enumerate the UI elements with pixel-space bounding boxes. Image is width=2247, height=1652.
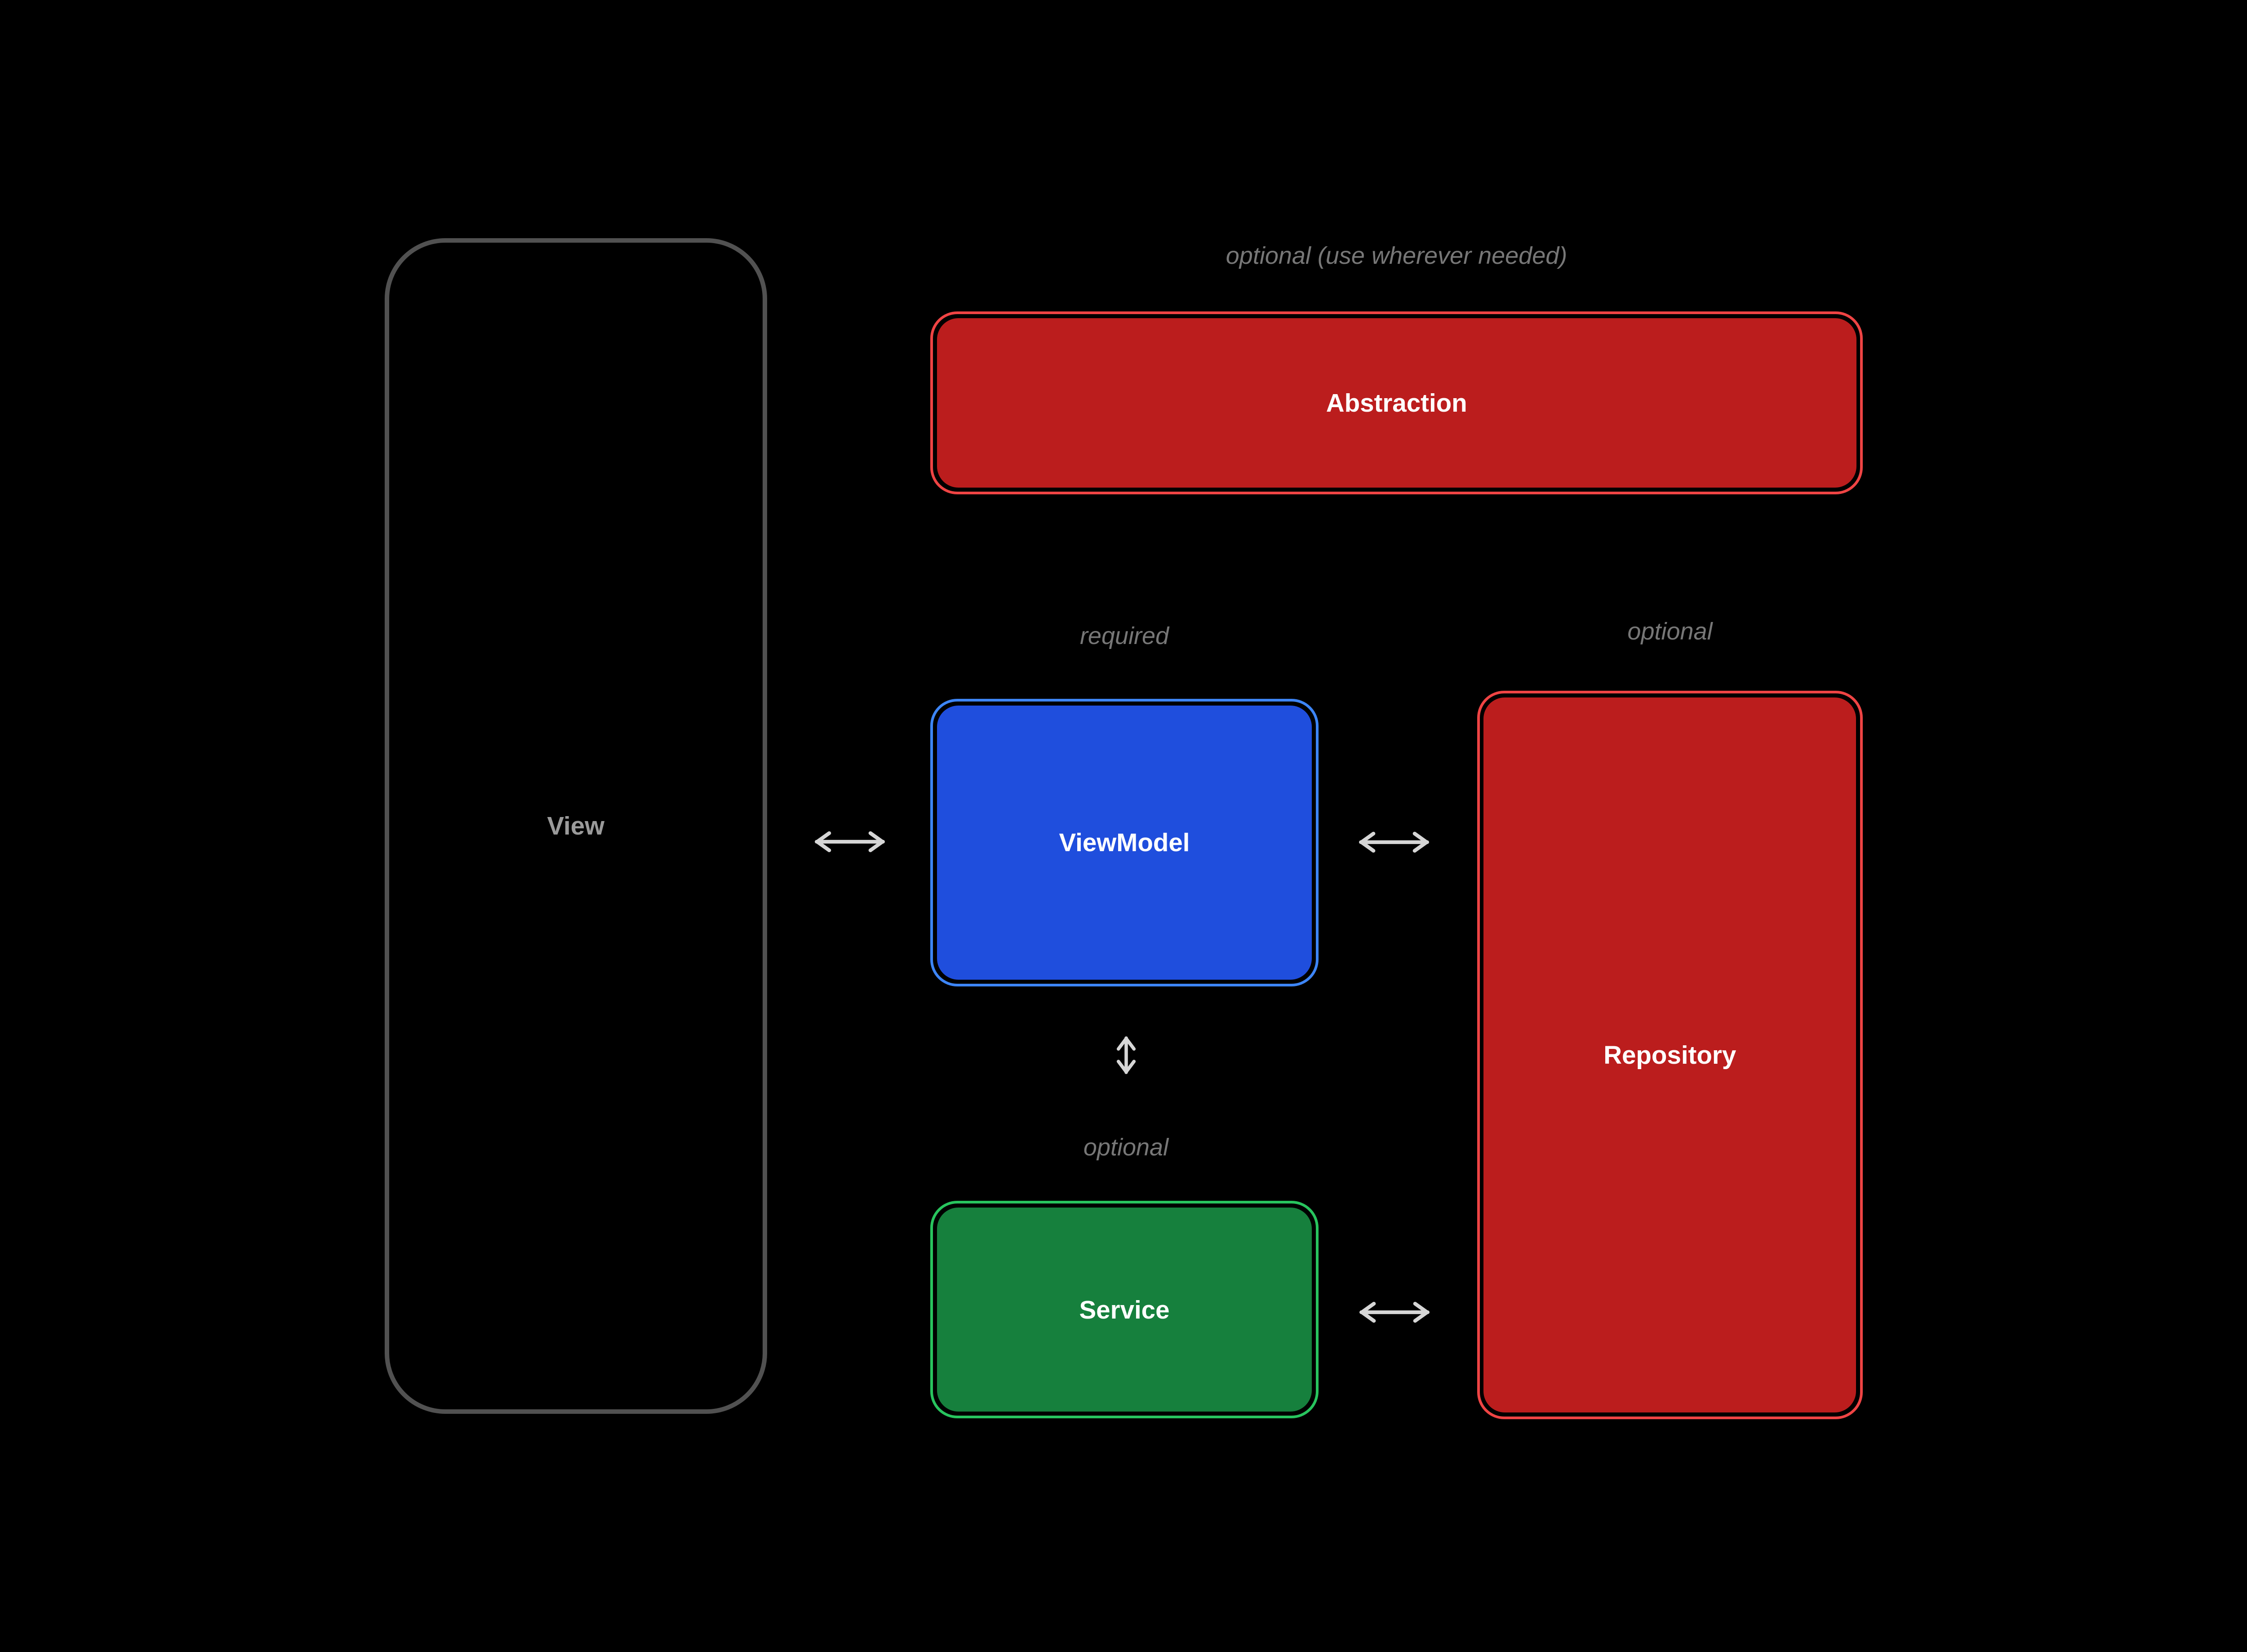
service-label: Service	[1079, 1295, 1170, 1324]
node-repository: Repository	[1477, 690, 1863, 1420]
horizontal-double-arrow-icon	[815, 831, 885, 853]
vertical-double-arrow-icon	[1116, 1036, 1136, 1074]
viewmodel-label: ViewModel	[1059, 828, 1190, 857]
node-viewmodel: ViewModel	[930, 698, 1319, 986]
node-view: View	[385, 238, 767, 1414]
viewmodel-box-fill: ViewModel	[937, 705, 1312, 980]
abstraction-label: Abstraction	[1326, 388, 1467, 417]
abstraction-box-fill: Abstraction	[937, 318, 1856, 488]
repository-label: Repository	[1603, 1040, 1736, 1069]
repository-box-fill: Repository	[1483, 697, 1856, 1413]
horizontal-double-arrow-icon	[1359, 1301, 1430, 1323]
abstraction-annotation: optional (use wherever needed)	[1226, 242, 1568, 270]
node-service: Service	[930, 1201, 1319, 1419]
repository-annotation: optional	[1627, 617, 1713, 645]
service-annotation: optional	[1083, 1133, 1169, 1161]
node-abstraction: Abstraction	[930, 311, 1863, 494]
service-box-fill: Service	[937, 1207, 1312, 1412]
view-label: View	[547, 812, 605, 840]
horizontal-double-arrow-icon	[1359, 831, 1429, 853]
viewmodel-annotation: required	[1079, 622, 1169, 649]
